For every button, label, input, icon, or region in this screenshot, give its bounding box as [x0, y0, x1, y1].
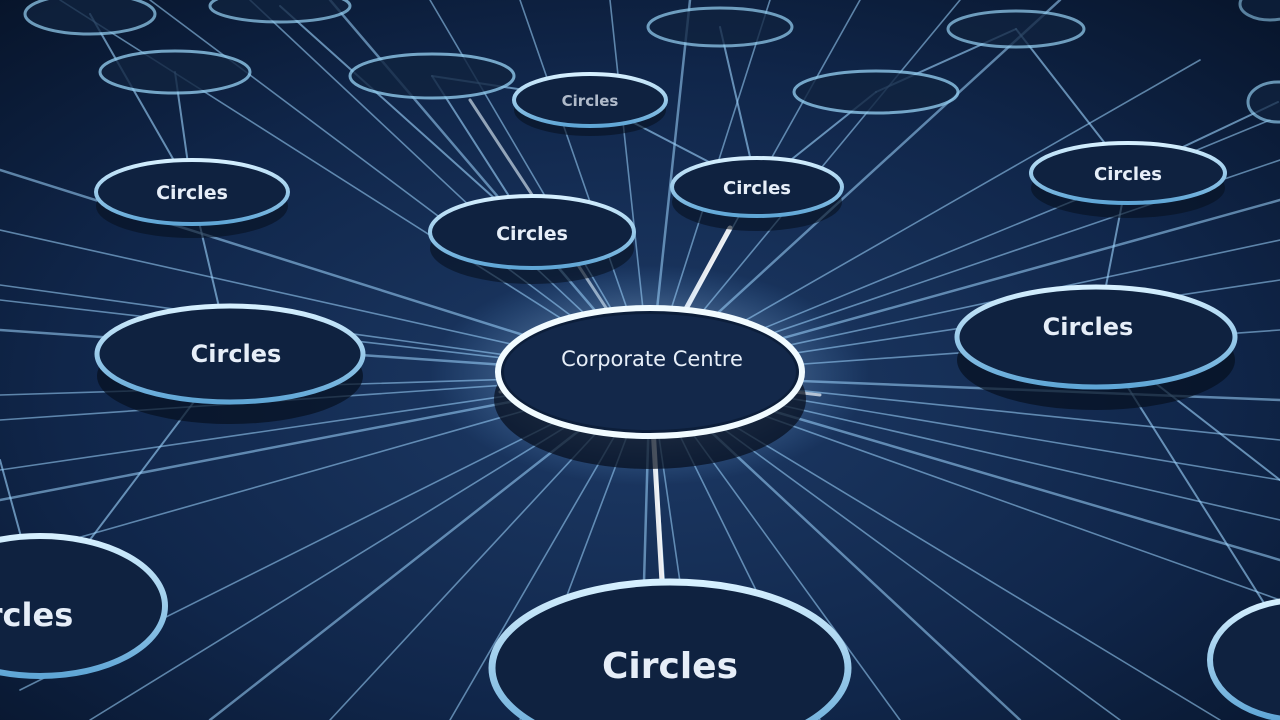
node-label: Circles: [496, 223, 568, 245]
node-label: Circles: [1094, 164, 1162, 185]
node-label: Circles: [156, 182, 228, 204]
node-label: Circles: [1043, 313, 1134, 341]
hub-label: Corporate Centre: [561, 347, 743, 371]
node-circles-bottom-left-partial: rcles: [0, 533, 168, 679]
connection-line: [279, 5, 533, 233]
node-circles-upper-right: rcles Circles: [1029, 141, 1227, 218]
background-nodes: [23, 0, 1280, 124]
node-circles-upper-left: Circles: [94, 158, 290, 238]
node-partial-right: [1207, 598, 1280, 720]
node-circles-right: Circles: [954, 284, 1238, 410]
node-label: Circles: [602, 646, 738, 687]
node-circles-left: Circles: [94, 303, 366, 424]
node-label: Circles: [723, 178, 791, 199]
node-circles-far-top: Circles: [512, 72, 668, 136]
node-circles-bottom: Circles: [488, 578, 852, 720]
node-label: Circles: [191, 340, 282, 368]
node-label: rcles: [0, 596, 73, 634]
node-circles-upper-center: Circles: [670, 156, 844, 231]
node-label: Circles: [562, 92, 619, 110]
node-circles-upper-mid: Circles: [428, 194, 636, 284]
hub-node: Corporate Centre: [494, 305, 806, 469]
